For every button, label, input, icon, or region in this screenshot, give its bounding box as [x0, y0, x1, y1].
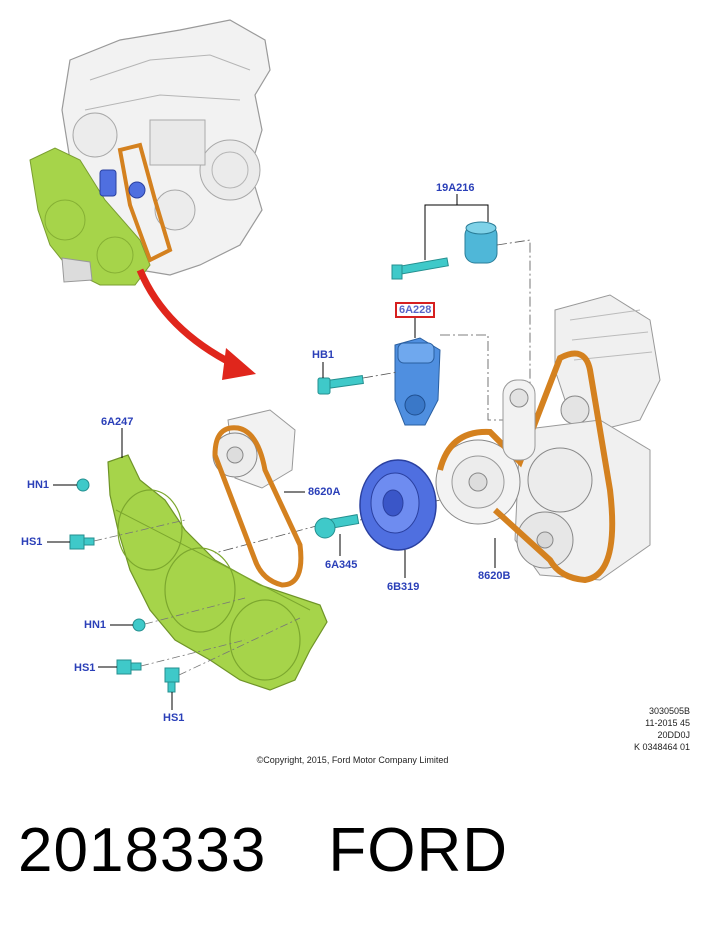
callout-HB1: HB1	[312, 349, 335, 361]
callout-8620B: 8620B	[478, 570, 511, 582]
engine-assembly	[29, 19, 271, 286]
bolt-HB1	[317, 374, 364, 395]
crankshaft-pulley-6B319	[359, 459, 437, 551]
part-number: 2018333	[18, 816, 267, 885]
crank-bolt-6A345	[314, 514, 360, 539]
alternator	[554, 294, 661, 431]
callout-HS1-bottom: HS1	[163, 712, 185, 724]
callout-HN1-bottom: HN1	[84, 619, 107, 631]
copyright-notice: ©Copyright, 2015, Ford Motor Company Lim…	[256, 755, 449, 765]
drawing-date: 11-2015 45	[645, 718, 690, 728]
bolt-HS1-bottom	[164, 667, 180, 693]
accessory-belt-8620A	[212, 425, 304, 588]
nut-HN1-top	[76, 478, 90, 492]
callout-19A216: 19A216	[436, 182, 475, 194]
brand-name: FORD	[328, 816, 509, 885]
callout-6A228-highlighted: 6A228	[395, 302, 436, 318]
bolt-19A216	[391, 257, 449, 280]
callout-HS1-top: HS1	[21, 536, 43, 548]
nut-HN1-bottom	[132, 618, 146, 632]
footer-caption: 2018333 FORD	[18, 815, 508, 886]
drawing-code: 20DD0J	[657, 730, 690, 740]
callout-6A345: 6A345	[325, 559, 358, 571]
drawing-id: 3030505B	[648, 706, 690, 716]
callout-HN1-top: HN1	[27, 479, 50, 491]
drawing-ref: K 0348464 01	[633, 742, 690, 752]
tensioner-arm	[502, 379, 536, 461]
callout-8620A: 8620A	[308, 486, 341, 498]
ac-compressor	[514, 419, 651, 581]
bolt-HS1-top	[69, 534, 95, 550]
callout-6A247: 6A247	[101, 416, 134, 428]
drive-pulley	[435, 439, 521, 525]
timing-cover-6A247	[107, 454, 328, 691]
serpentine-belt-8620B	[437, 350, 616, 584]
exploded-parts-diagram	[29, 19, 661, 710]
bolt-HS1-mid	[116, 659, 142, 675]
callout-HS1-mid: HS1	[74, 662, 96, 674]
callout-6B319: 6B319	[387, 581, 420, 593]
belt-tensioner-6A228	[394, 337, 441, 426]
idler-pulley-19A216	[464, 221, 498, 264]
drawing-metadata: 3030505B 11-2015 45 20DD0J K 0348464 01	[632, 705, 690, 753]
direction-arrow	[136, 268, 256, 380]
